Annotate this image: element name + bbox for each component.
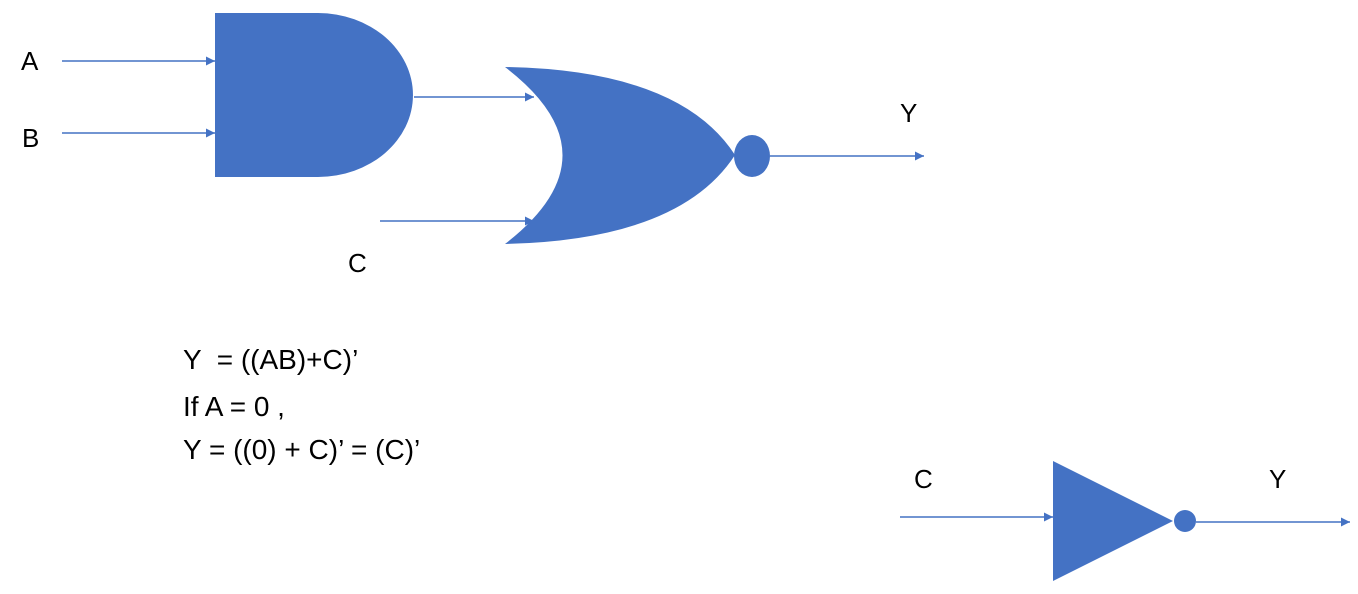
label-c-top: C	[348, 248, 367, 278]
label-c-bottom: C	[914, 464, 933, 494]
equation-line-3: Y = ((0) + C)’ = (C)’	[183, 434, 421, 465]
and-gate	[215, 13, 413, 177]
nor-gate	[505, 67, 735, 244]
label-y-top: Y	[900, 98, 917, 128]
label-a: A	[21, 46, 39, 76]
label-b: B	[22, 123, 39, 153]
label-y-bottom: Y	[1269, 464, 1286, 494]
equation-line-2: If A = 0 ,	[183, 391, 285, 422]
not-inversion-bubble	[1174, 510, 1196, 532]
not-gate	[1053, 461, 1173, 581]
equation-line-1: Y = ((AB)+C)’	[183, 344, 359, 375]
nor-inversion-bubble	[734, 135, 770, 177]
